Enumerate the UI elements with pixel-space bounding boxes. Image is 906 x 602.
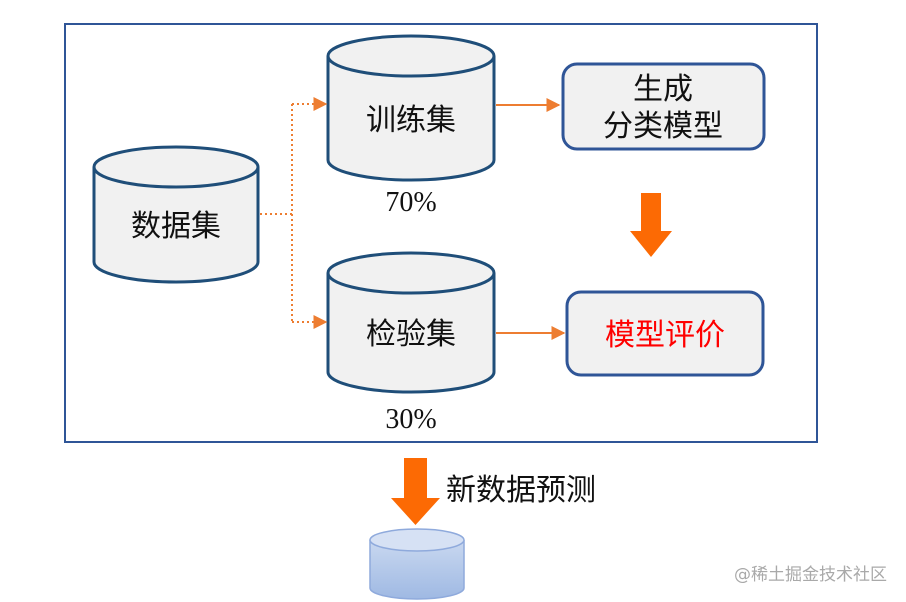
watermark: @稀土掘金技术社区 — [734, 565, 887, 585]
test-set-cylinder: 检验集 — [326, 251, 496, 394]
model-eval-label: 模型评价 — [605, 318, 725, 353]
train-percent: 70% — [385, 187, 436, 218]
generate-model-line1: 生成 — [633, 72, 693, 107]
test-set-label: 检验集 — [366, 317, 456, 352]
test-percent: 30% — [385, 404, 436, 435]
dataset-cylinder: 数据集 — [92, 145, 260, 284]
down-arrow-model-to-eval — [630, 193, 672, 257]
generate-model-line2: 分类模型 — [603, 109, 723, 144]
dataset-label: 数据集 — [131, 209, 221, 244]
new-data-prediction-caption: 新数据预测 — [446, 473, 596, 508]
down-arrow-to-prediction — [391, 458, 440, 525]
new-data-cylinder — [369, 528, 465, 600]
train-set-cylinder: 训练集 — [326, 34, 496, 182]
split-connector — [260, 104, 293, 322]
train-set-label: 训练集 — [366, 103, 456, 138]
generate-model-box: 生成 分类模型 — [561, 62, 766, 151]
diagram-frame — [64, 23, 818, 443]
model-eval-box: 模型评价 — [565, 290, 765, 377]
